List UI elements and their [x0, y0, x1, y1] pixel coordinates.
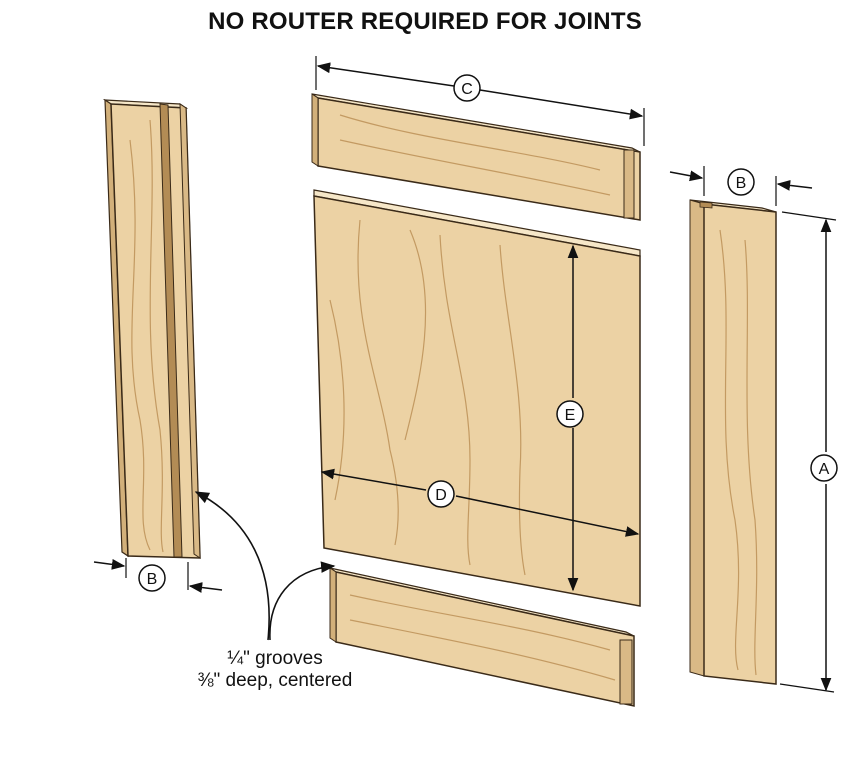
label-b-top: B [736, 175, 747, 192]
label-c: C [461, 81, 473, 98]
dimension-b-top: B [669, 166, 813, 206]
dimension-c: C [315, 56, 645, 146]
dimension-b-bottom: B [93, 558, 223, 593]
groove-note-line1: ¼" grooves [227, 648, 323, 669]
label-b-bottom-circle [138, 564, 166, 592]
center-panel [313, 189, 641, 607]
dimension-a: A [779, 211, 838, 693]
label-a-circle [810, 454, 838, 482]
label-c-circle [453, 74, 481, 102]
label-e: E [565, 407, 576, 424]
label-d: D [435, 487, 447, 504]
label-e-circle [556, 400, 584, 428]
label-d-circle [427, 480, 455, 508]
bottom-rail [329, 567, 635, 707]
diagram-title: NO ROUTER REQUIRED FOR JOINTS [208, 8, 642, 35]
groove-callout-arrows [194, 491, 336, 641]
label-a: A [819, 461, 830, 478]
groove-note-line2: ⅜" deep, centered [197, 670, 353, 691]
right-stile [689, 199, 777, 685]
dimension-d: D [320, 468, 640, 537]
dimension-e: E [556, 244, 584, 592]
top-rail [311, 93, 641, 221]
left-stile [102, 98, 201, 559]
label-b-top-circle [727, 168, 755, 196]
label-b-bottom: B [147, 571, 158, 588]
